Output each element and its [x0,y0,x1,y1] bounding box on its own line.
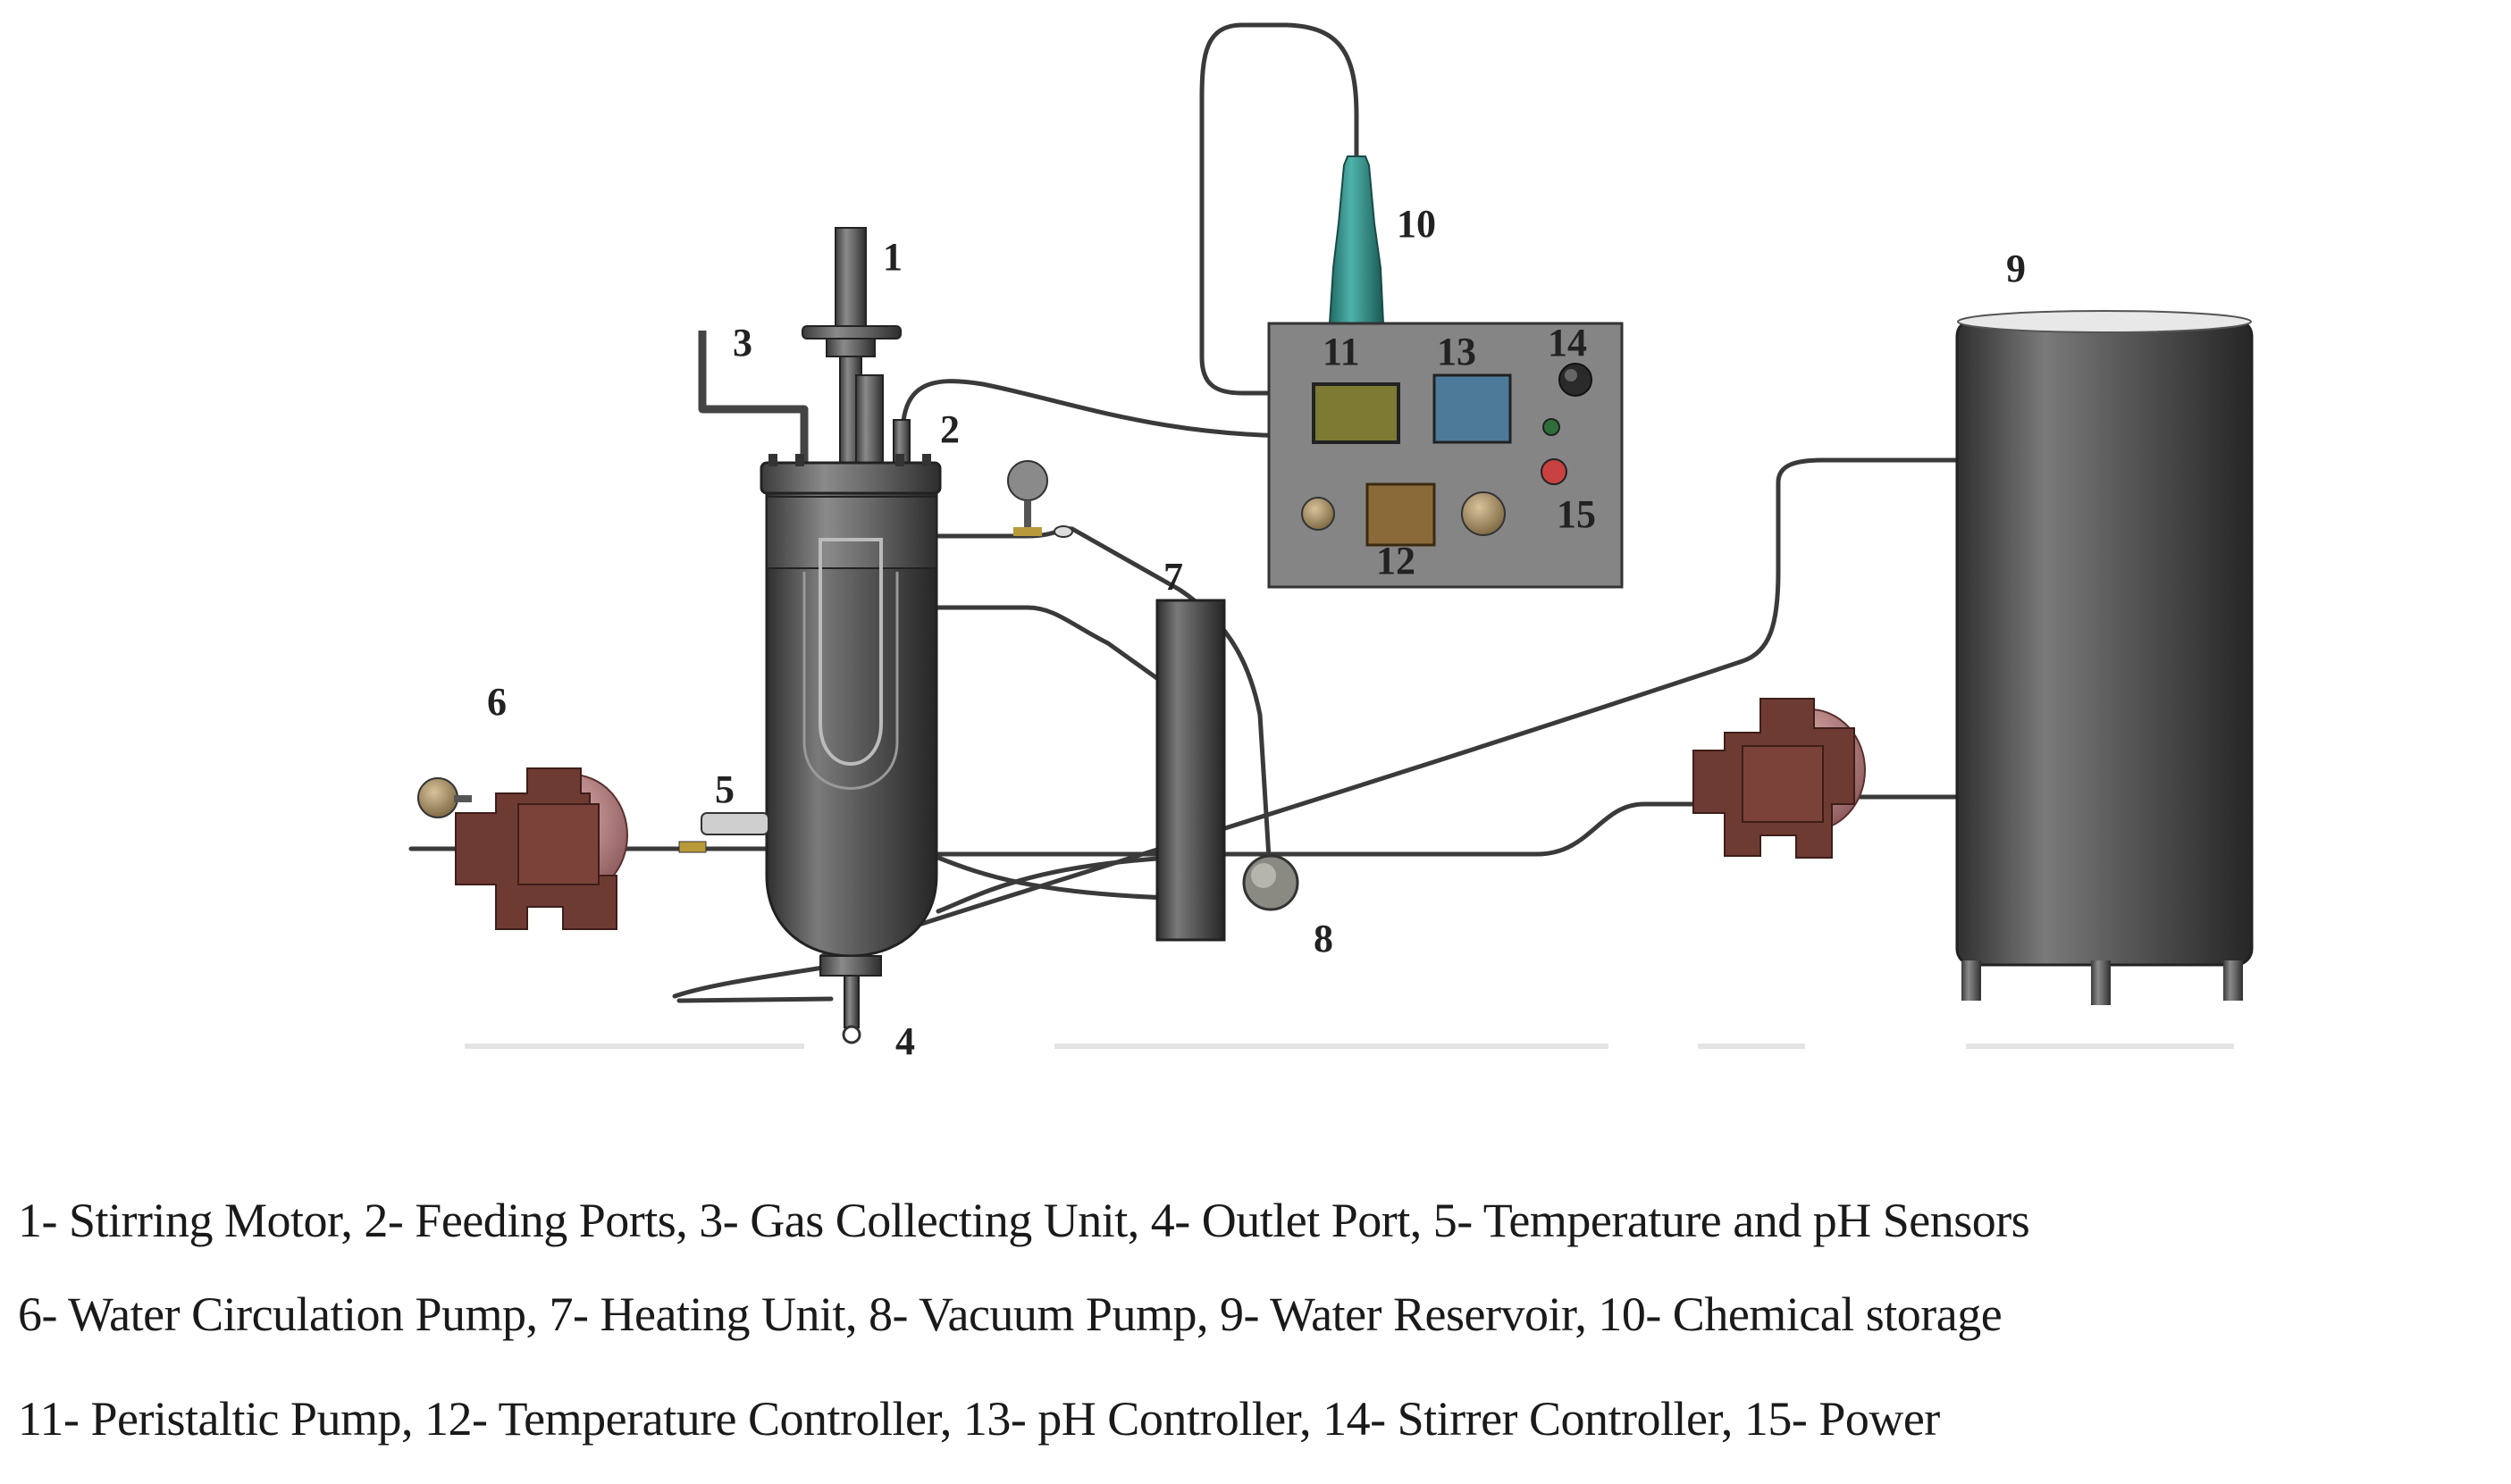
label-5: 5 [715,767,735,811]
label-15: 15 [1557,492,1596,536]
ph-controller-display [1432,373,1512,444]
stirring-motor [802,227,902,465]
reactor-vessel [760,454,942,1044]
water-circulation-pump-right [1692,698,1866,859]
label-13: 13 [1437,330,1476,373]
label-11: 11 [1323,330,1360,373]
legend-line-3: 11- Peristaltic Pump, 12- Temperature Co… [18,1392,1940,1446]
label-14: 14 [1548,321,1587,365]
temperature-ph-sensors [678,812,769,853]
gas-collecting-pipe [698,331,809,465]
legend-line-2: 6- Water Circulation Pump, 7- Heating Un… [18,1287,2003,1341]
label-10: 10 [1397,202,1436,246]
legend-line-1: 1- Stirring Motor, 2- Feeding Ports, 3- … [18,1194,2030,1247]
stirrer-controller-knob [1558,363,1592,397]
label-7: 7 [1163,555,1183,599]
label-9: 9 [2006,247,2026,290]
label-4: 4 [895,1019,915,1063]
water-reservoir [1955,310,2254,1005]
temperature-controller-display [1365,482,1436,547]
vacuum-pump [1242,854,1299,911]
label-8: 8 [1314,917,1333,960]
peristaltic-pump-display [1312,382,1400,444]
label-6: 6 [487,680,507,724]
bioreactor-diagram: 1 2 3 4 5 6 7 8 9 10 11 12 13 14 15 [408,22,2254,1063]
control-panel [1267,322,1624,589]
heating-unit [1155,599,1226,942]
chemical-storage [1328,155,1385,324]
label-2: 2 [940,407,960,451]
power-indicator-light [1541,458,1567,485]
label-3: 3 [733,321,752,365]
ground-line [465,1044,2234,1049]
label-12: 12 [1376,539,1415,583]
component-labels: 1 2 3 4 5 6 7 8 9 10 11 12 13 14 15 [487,202,2026,1063]
right-knob [1461,491,1506,536]
green-indicator-light [1542,418,1560,436]
label-1: 1 [883,235,903,279]
water-circulation-pump-left [417,767,628,930]
left-knob [1301,497,1335,531]
pressure-gauge [1007,460,1073,538]
